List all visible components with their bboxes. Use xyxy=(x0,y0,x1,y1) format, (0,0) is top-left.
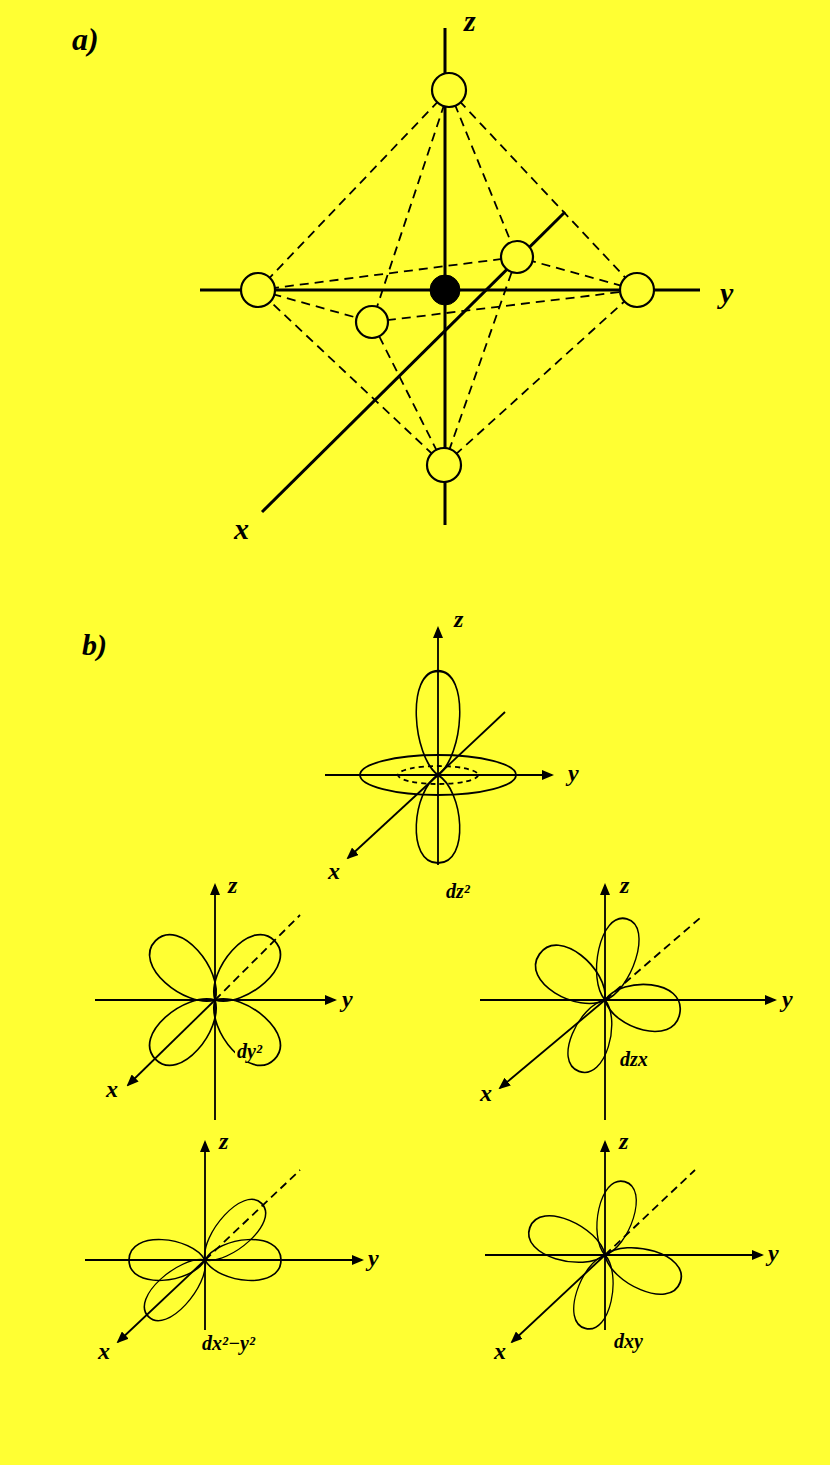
axis-label: y xyxy=(366,1245,381,1271)
axis-label: z xyxy=(617,1128,630,1154)
axis-label: z xyxy=(226,872,239,898)
axis-label: x xyxy=(104,1076,120,1102)
axis-label: y xyxy=(766,1240,781,1266)
axis-label: z xyxy=(618,872,631,898)
dzx-orbital xyxy=(480,885,775,1120)
axis-label: z xyxy=(462,4,478,37)
dy2-orbital xyxy=(95,885,335,1120)
orbital-name: dxy xyxy=(612,1330,645,1352)
axis-label: y xyxy=(718,276,735,309)
orbital-name: dx²−y² xyxy=(200,1332,257,1354)
orbital-name: dz² xyxy=(444,880,472,902)
axis-label: x xyxy=(96,1338,112,1364)
axis-label: x xyxy=(492,1338,508,1364)
panel-letter: a) xyxy=(70,22,101,57)
axis-label: y xyxy=(780,986,795,1012)
axis-label: y xyxy=(340,986,355,1012)
octahedron xyxy=(200,28,700,525)
axis-label: x xyxy=(478,1080,494,1106)
dx2y2-orbital xyxy=(85,1142,362,1342)
orbital-name: dzx xyxy=(618,1048,650,1070)
orbital-name: dy² xyxy=(235,1040,264,1062)
dz2-orbital xyxy=(325,628,552,865)
axis-label: y xyxy=(566,760,581,786)
axis-label: x xyxy=(232,512,251,545)
axis-label: x xyxy=(326,858,342,884)
panel-letter: b) xyxy=(80,628,109,661)
dxy-orbital xyxy=(485,1142,762,1342)
axis-label: z xyxy=(217,1128,230,1154)
axis-label: z xyxy=(452,606,465,632)
